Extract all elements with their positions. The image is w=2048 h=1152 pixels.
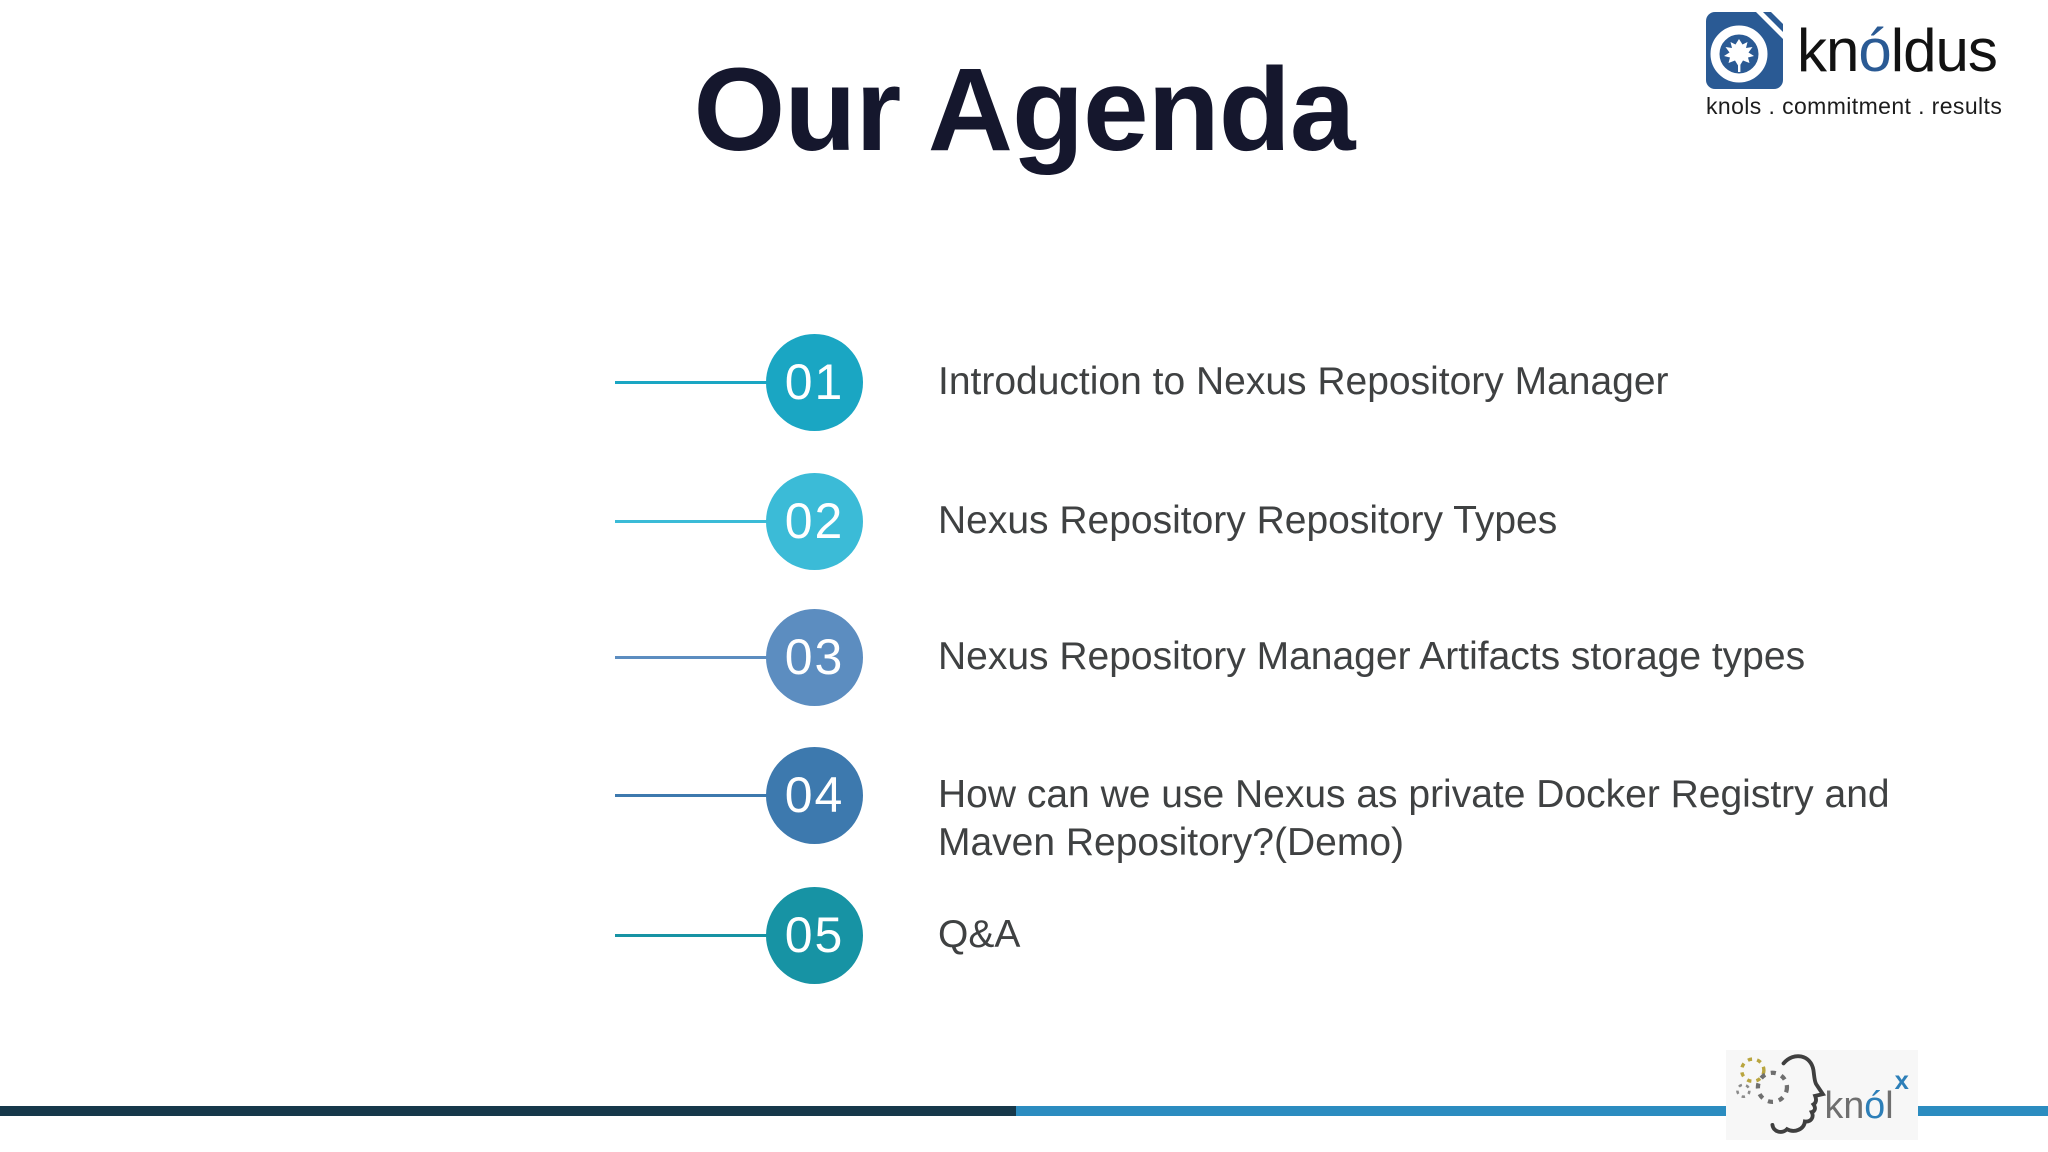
- page-title: Our Agenda: [693, 44, 1356, 176]
- connector-line: [615, 933, 767, 937]
- knolx-logo-icon: knól x: [1736, 1054, 1910, 1134]
- knolx-superscript-x: x: [1895, 1067, 1910, 1095]
- logo-o-ring: [1710, 25, 1768, 83]
- wordmark-rest: ldus: [1890, 17, 1998, 84]
- connector-line: [615, 655, 767, 659]
- step-circle: 02: [766, 472, 863, 570]
- connector-line: [615, 793, 767, 797]
- agenda-item-label: Nexus Repository Manager Artifacts stora…: [938, 635, 1806, 678]
- knolx-l: l: [1885, 1084, 1893, 1126]
- step-number: 03: [784, 629, 845, 685]
- agenda-item-label: Introduction to Nexus Repository Manager: [938, 360, 1669, 403]
- logo-accent-mark: [1763, 12, 1783, 32]
- head-profile-icon: [1770, 1054, 1827, 1134]
- dotted-gear-large-icon: [1755, 1070, 1790, 1104]
- dotted-gear-icon: [1739, 1057, 1766, 1084]
- brand-wordmark: knóldus: [1797, 16, 1998, 85]
- step-circle: 03: [766, 608, 863, 706]
- footer-bar-dark: [0, 1106, 1016, 1116]
- agenda-item-label: How can we use Nexus as private Docker R…: [938, 773, 1890, 864]
- step-circle: 01: [766, 333, 863, 431]
- knolx-logo: knól x: [1726, 1050, 1918, 1140]
- step-circle: 05: [766, 886, 863, 984]
- connector-line: [615, 380, 767, 384]
- step-circle: 04: [766, 746, 863, 844]
- maple-leaf-icon: [1724, 39, 1754, 67]
- footer-bar-blue: [1016, 1106, 2048, 1116]
- connector-line: [615, 519, 767, 523]
- wordmark-accent-letter: ó: [1858, 17, 1891, 84]
- agenda-item-label: Nexus Repository Repository Types: [938, 499, 1558, 542]
- brand-tagline: knols . commitment . results: [1706, 93, 2003, 119]
- wordmark-kn: kn: [1797, 17, 1859, 84]
- step-number: 02: [784, 493, 845, 549]
- agenda-item-label: Q&A: [938, 913, 1021, 956]
- brand-row: knóldus: [1706, 12, 2042, 89]
- knolx-wordmark: knól: [1825, 1084, 1894, 1126]
- knolx-accent-letter: ó: [1864, 1084, 1885, 1126]
- knoldus-logo-icon: [1706, 12, 1783, 89]
- step-number: 05: [784, 907, 845, 963]
- brand-logo: knóldus knols . commitment . results: [1706, 12, 2042, 120]
- dotted-circle-small-icon: [1736, 1083, 1751, 1098]
- knolx-kn: kn: [1825, 1084, 1865, 1126]
- step-number: 01: [784, 354, 845, 410]
- maple-leaf-stem: [1738, 62, 1741, 72]
- step-number: 04: [784, 767, 845, 823]
